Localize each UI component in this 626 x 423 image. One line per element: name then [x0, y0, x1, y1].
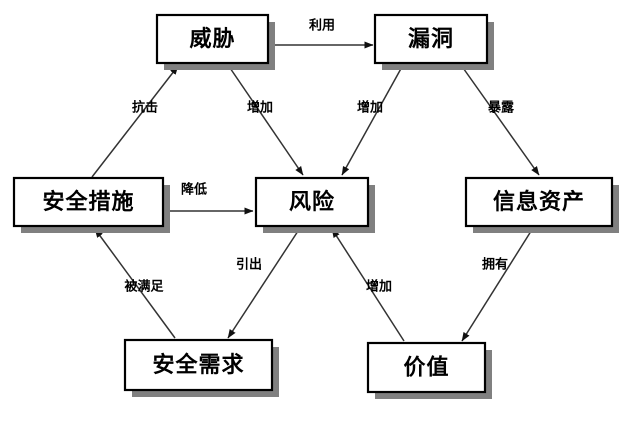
- edge-arrow-e8: [227, 227, 301, 339]
- edge-label-e7: 被满足: [123, 278, 164, 293]
- edge-threat-to-vulnerability: 利用: [268, 17, 374, 49]
- node-box-safeguard[interactable]: [12, 176, 165, 228]
- edge-label-e4: 增加: [357, 99, 383, 114]
- edge-arrow-e10: [461, 227, 534, 342]
- edge-threat-to-risk: 增加: [227, 64, 304, 176]
- edge-value-to-risk: 增加: [331, 228, 405, 342]
- edges-layer: 利用抗击增加增加暴露降低被满足引出增加拥有: [91, 17, 540, 342]
- node-box-value[interactable]: [366, 341, 487, 394]
- edge-arrow-e3: [227, 64, 304, 176]
- edge-label-e6: 降低: [181, 181, 207, 196]
- edge-arrow-e5: [460, 64, 540, 176]
- edge-label-e5: 暴露: [487, 99, 515, 114]
- edge-label-e1: 利用: [309, 17, 335, 32]
- node-value[interactable]: 价值: [366, 341, 492, 399]
- edge-safeguard-to-risk: 降低: [165, 181, 254, 215]
- edge-asset-to-value: 拥有: [461, 227, 534, 342]
- node-threat[interactable]: 威胁: [155, 13, 275, 70]
- node-asset[interactable]: 信息资产: [464, 176, 619, 233]
- edge-vulnerability-to-asset: 暴露: [460, 64, 540, 176]
- edge-safeguard-to-threat: 抗击: [91, 65, 179, 178]
- node-label-risk: 风险: [289, 189, 335, 214]
- edge-arrow-e7: [94, 228, 176, 339]
- edge-label-e9: 增加: [366, 278, 392, 293]
- node-label-value: 价值: [403, 354, 449, 379]
- node-safeguard[interactable]: 安全措施: [12, 176, 170, 233]
- edge-label-e10: 拥有: [482, 256, 508, 271]
- node-label-safeguard: 安全措施: [42, 189, 134, 214]
- edge-requirement-to-safeguard: 被满足: [94, 228, 176, 339]
- node-label-asset: 信息资产: [493, 189, 585, 214]
- node-box-requirement[interactable]: [123, 338, 274, 392]
- edge-arrow-e2: [91, 65, 179, 178]
- edge-vulnerability-to-risk: 增加: [341, 64, 404, 176]
- node-box-vulnerability[interactable]: [373, 13, 489, 65]
- edge-risk-to-requirement: 引出: [227, 227, 301, 339]
- node-box-threat[interactable]: [155, 13, 270, 65]
- node-label-vulnerability: 漏洞: [408, 26, 454, 51]
- edge-label-e2: 抗击: [132, 99, 158, 114]
- node-box-risk[interactable]: [254, 176, 370, 228]
- edge-arrow-e4: [341, 64, 404, 176]
- edge-label-e3: 增加: [247, 99, 273, 114]
- node-label-requirement: 安全需求: [152, 352, 244, 377]
- node-risk[interactable]: 风险: [254, 176, 375, 233]
- node-box-asset[interactable]: [464, 176, 614, 228]
- node-vulnerability[interactable]: 漏洞: [373, 13, 494, 70]
- node-requirement[interactable]: 安全需求: [123, 338, 279, 397]
- edge-arrow-e9: [331, 228, 405, 342]
- node-label-threat: 威胁: [189, 26, 235, 51]
- edge-label-e8: 引出: [236, 256, 262, 271]
